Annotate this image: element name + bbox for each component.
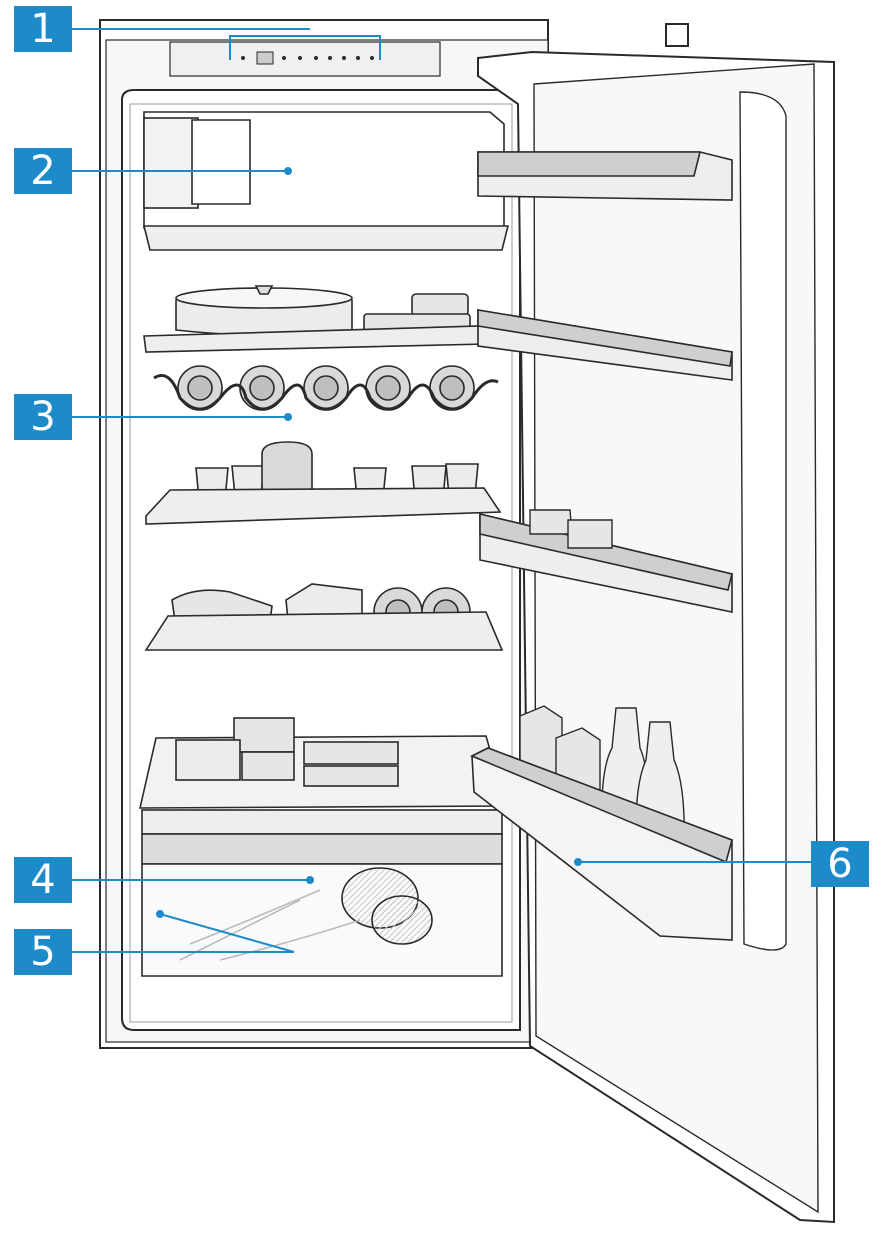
callout-2-label: 2 [30, 148, 56, 194]
callout-6-label: 6 [827, 841, 853, 887]
callout-4-label: 4 [30, 857, 56, 903]
leader-5b [159, 913, 295, 953]
lower-shelf [144, 583, 504, 651]
callout-1-label: 1 [30, 6, 56, 52]
middle-shelf [145, 441, 502, 525]
open-door [470, 23, 835, 1224]
callout-1: 1 [14, 6, 72, 52]
leader-1-bracket [229, 35, 381, 60]
callout-6: 6 [811, 841, 869, 887]
control-panel-buttons [241, 56, 374, 60]
callout-2: 2 [14, 148, 72, 194]
callout-3-label: 3 [30, 394, 56, 440]
glass-cover-shelf [138, 717, 508, 809]
callout-5-label: 5 [30, 929, 56, 975]
upper-shelf [143, 285, 488, 353]
vegetable-drawer [141, 809, 503, 977]
leader-lines [72, 28, 811, 953]
callout-5: 5 [14, 929, 72, 975]
callout-3: 3 [14, 394, 72, 440]
bottle-rack [153, 365, 499, 411]
callout-4: 4 [14, 857, 72, 903]
freezer-compartment [142, 111, 510, 251]
